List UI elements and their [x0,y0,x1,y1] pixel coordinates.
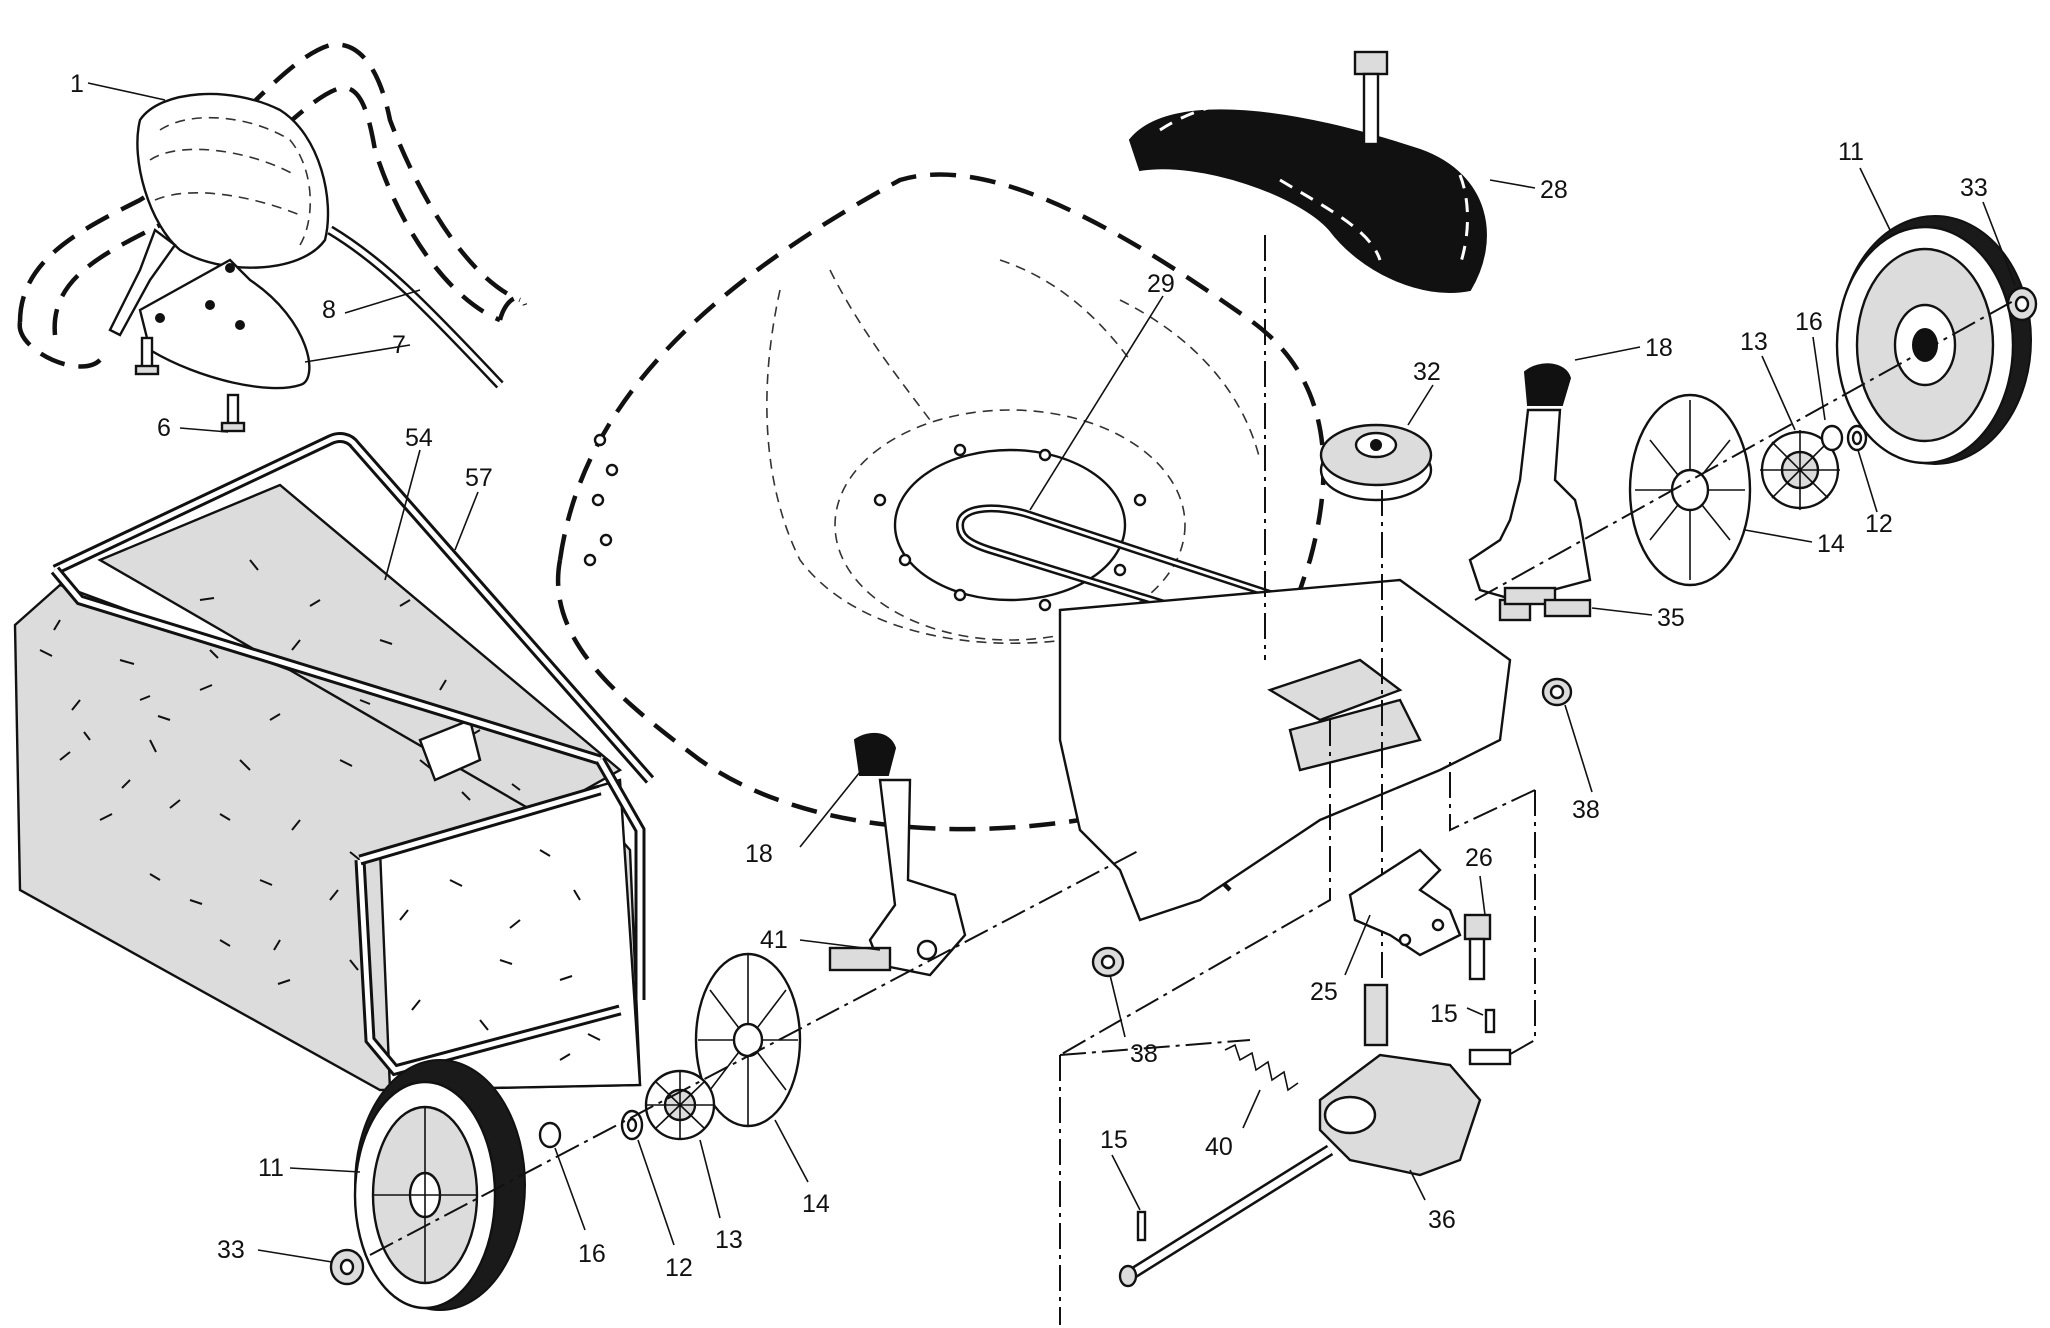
part-38-nut-left [1091,946,1125,978]
part-11-wheel-left [353,1059,526,1311]
part-54-grass-bag [13,483,642,1092]
part-57-bag-frame [50,432,655,1077]
drive-shaft [1118,1144,1334,1288]
label-28: 28 [1540,176,1568,204]
part-11-wheel-right [1835,215,2032,465]
leader-lines [87,82,2016,1263]
part-33-nut-left [329,1248,365,1286]
label-15-left: 15 [1100,1126,1128,1154]
label-40: 40 [1205,1133,1233,1161]
label-18-right: 18 [1645,334,1673,362]
label-38-right: 38 [1572,796,1600,824]
part-15-pin-right [1484,1008,1496,1034]
part-12-clip-right [1846,424,1868,452]
part-36-transmission [1318,983,1512,1177]
label-35: 35 [1657,604,1685,632]
label-12-right: 12 [1865,510,1893,538]
part-35-springs [1503,586,1592,618]
label-38-left: 38 [1130,1040,1158,1068]
axis-right-wheel [1474,299,2016,601]
label-12-left: 12 [665,1254,693,1282]
part-8-cable [327,225,504,389]
label-11-left: 11 [258,1154,284,1182]
label-14-left: 14 [802,1190,830,1218]
part-28-belt-cover [1128,50,1487,293]
label-6: 6 [157,414,171,442]
part-6-screws [134,336,246,433]
drive-housing [1058,578,1512,922]
part-12-clip-left [620,1109,644,1141]
part-15-pin-left [1136,1210,1147,1242]
part-18-knob-right [1523,363,1572,406]
label-54: 54 [405,424,433,452]
label-25: 25 [1310,978,1338,1006]
label-15-right: 15 [1430,1000,1458,1028]
engine-mount-ring [834,409,1186,641]
label-14-right: 14 [1817,530,1845,558]
label-13-right: 13 [1740,328,1768,356]
label-7: 7 [392,331,406,359]
transmission-assembly-outline [1059,720,1536,1325]
label-33-right: 33 [1960,174,1988,202]
part-7-mounting-plate [138,258,311,390]
part-41-height-adjust-bracket [828,778,967,977]
label-11-right: 11 [1838,138,1864,166]
axis-left-wheel [369,849,1141,1256]
part-13-gear-left [644,1069,716,1141]
part-18-knob-left [853,732,897,776]
label-1: 1 [70,70,84,98]
part-16-washer-right [1820,424,1844,452]
label-13-left: 13 [715,1226,743,1254]
part-32-pulley [1319,423,1433,502]
label-8: 8 [322,296,336,324]
part-40-spring [1224,1043,1299,1092]
label-16-left: 16 [578,1240,606,1268]
label-16-right: 16 [1795,308,1823,336]
label-57: 57 [465,464,493,492]
handle-outline [17,42,528,369]
label-18-left: 18 [745,840,773,868]
part-1-handle-cover [108,92,330,337]
label-29: 29 [1147,270,1175,298]
label-36: 36 [1428,1206,1456,1234]
label-41: 41 [760,926,788,954]
part-38-nut-right [1541,677,1573,707]
part-labels: 1 8 7 6 54 57 29 28 32 18 18 11 33 13 16… [70,70,1988,1282]
part-16-washer-left [538,1121,562,1149]
part-14-hubcap-right [1628,393,1752,587]
part-33-nut-right [2006,286,2038,322]
part-13-gear-right [1760,430,1840,510]
part-14-hubcap-left [694,952,802,1128]
label-26: 26 [1465,844,1493,872]
label-33-left: 33 [217,1236,245,1264]
part-25-bracket [1348,848,1462,957]
label-32: 32 [1413,358,1441,386]
part-26-bolt [1463,913,1492,981]
